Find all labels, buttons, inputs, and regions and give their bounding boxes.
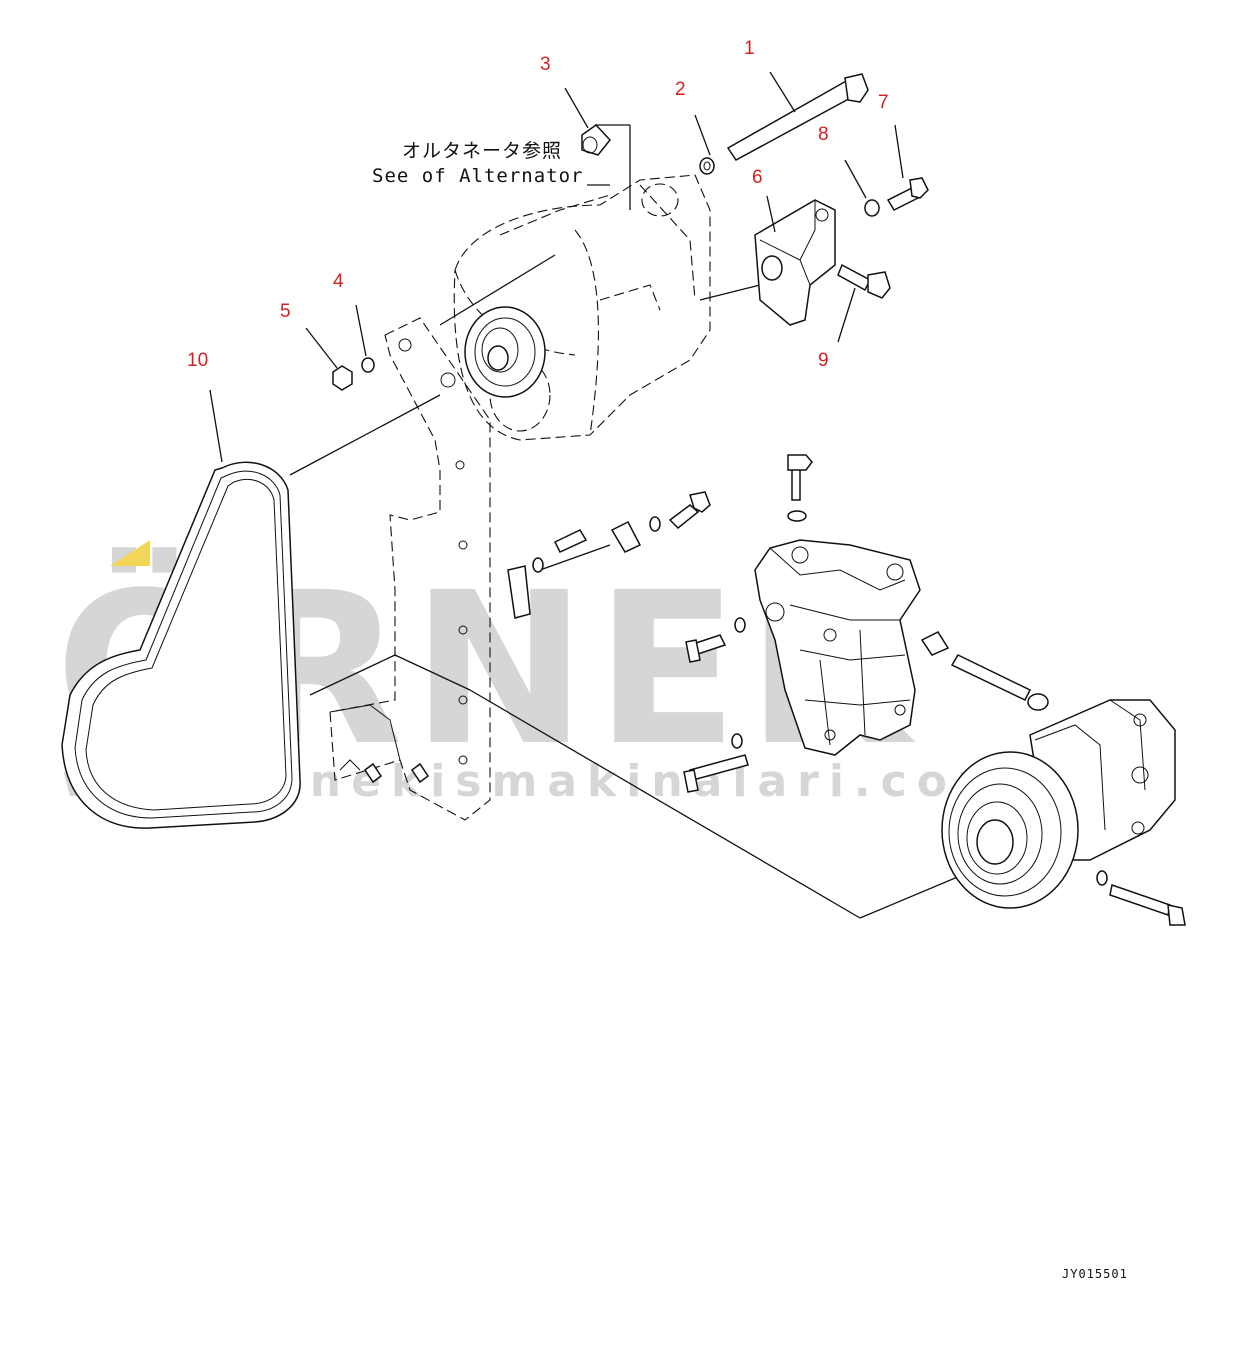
bolt-7 xyxy=(886,177,929,211)
callout-5: 5 xyxy=(280,301,291,322)
mounting-plate xyxy=(329,317,491,821)
washer-2 xyxy=(699,157,715,175)
drawing-id: JY015501 xyxy=(1062,1267,1128,1281)
reference-en: See of Alternator xyxy=(372,165,583,187)
callout-leaders xyxy=(209,71,904,463)
watermark-accent-left xyxy=(110,540,150,566)
callout-2: 2 xyxy=(675,79,686,100)
callout-6: 6 xyxy=(752,167,763,188)
callout-9: 9 xyxy=(818,350,829,371)
washer-8 xyxy=(864,199,880,217)
callout-10: 10 xyxy=(187,350,208,371)
tensioner-bracket xyxy=(754,199,836,326)
fasteners xyxy=(332,73,1186,926)
v-belt xyxy=(61,461,301,829)
reference-note: オルタネータ参照 See of Alternator xyxy=(372,140,583,187)
alternator xyxy=(453,174,711,441)
long-bolt xyxy=(726,73,869,161)
reference-jp: オルタネータ参照 xyxy=(402,140,562,162)
compressor-bracket xyxy=(754,539,921,756)
spacer-3 xyxy=(581,124,611,156)
nut-5 xyxy=(332,365,353,391)
washer-4 xyxy=(361,357,375,373)
assembly-lines xyxy=(224,124,1011,919)
callout-4: 4 xyxy=(333,271,344,292)
callout-1: 1 xyxy=(744,38,755,59)
callout-3: 3 xyxy=(540,54,551,75)
callout-7: 7 xyxy=(878,92,889,113)
bolt-9 xyxy=(837,263,891,299)
ac-compressor xyxy=(941,699,1176,909)
callout-8: 8 xyxy=(818,124,829,145)
callout-numbers: 1 2 3 4 5 6 7 8 9 10 xyxy=(187,38,889,371)
